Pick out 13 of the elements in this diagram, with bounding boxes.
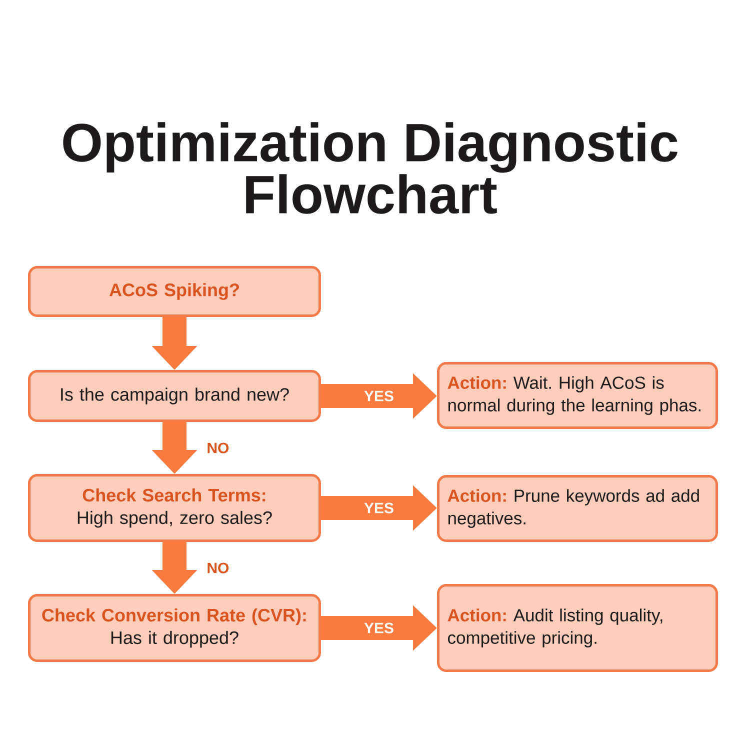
process-box: ACoS Spiking? bbox=[28, 266, 321, 317]
edge-label: YES bbox=[363, 390, 395, 402]
edge-label: NO bbox=[208, 442, 229, 454]
title: Optimization Diagnostic Flowchart bbox=[63, 122, 678, 214]
action-box: Action: Prune keywords ad add negatives. bbox=[437, 475, 718, 542]
process-box: Check Conversion Rate (CVR): Has it dropped? bbox=[28, 594, 321, 662]
edge-label: NO bbox=[208, 562, 229, 574]
process-box: Is the campaign brand new? bbox=[28, 370, 321, 422]
action-box: Action: Wait. High ACoS is normal during the learning phas. bbox=[437, 362, 718, 429]
edge-label: YES bbox=[363, 502, 395, 514]
process-box: Check Search Terms: High spend, zero sales? bbox=[28, 474, 321, 542]
edge-label: YES bbox=[363, 622, 395, 634]
action-box: Action: Audit listing quality, competitive pricing. bbox=[437, 584, 718, 672]
